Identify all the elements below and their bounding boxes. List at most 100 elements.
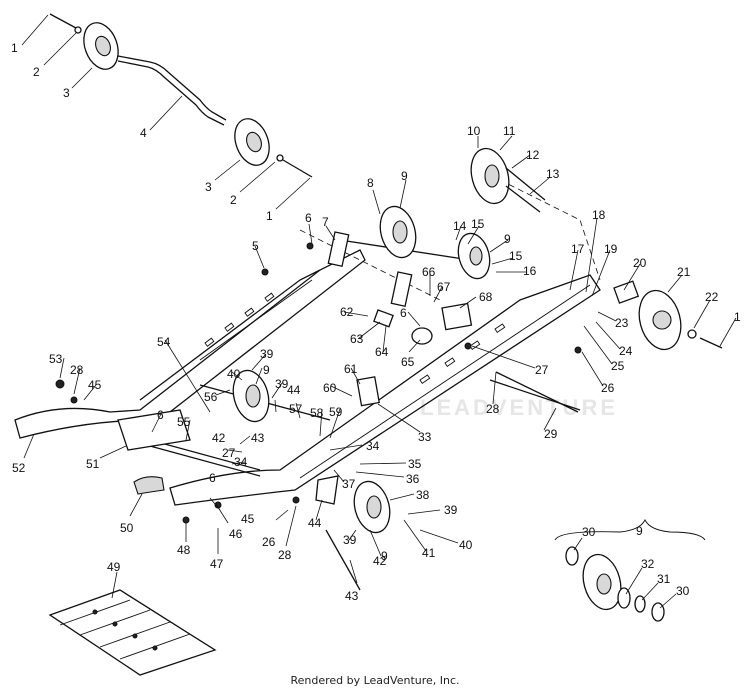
callout-27: 27 bbox=[535, 363, 549, 377]
callout-15: 15 bbox=[471, 217, 485, 231]
callout-58: 58 bbox=[310, 406, 324, 420]
callout-34: 34 bbox=[234, 455, 248, 469]
callout-7: 7 bbox=[322, 215, 329, 229]
callout-16: 16 bbox=[523, 264, 537, 278]
callout-33: 33 bbox=[418, 430, 432, 444]
callout-42: 42 bbox=[212, 431, 226, 445]
callout-27: 27 bbox=[222, 446, 236, 460]
callout-65: 65 bbox=[401, 355, 415, 369]
callout-17: 17 bbox=[571, 242, 585, 256]
callout-40: 40 bbox=[227, 367, 241, 381]
callout-31: 31 bbox=[657, 572, 671, 586]
callout-67: 67 bbox=[437, 280, 451, 294]
leader-lines bbox=[21, 14, 737, 609]
callout-35: 35 bbox=[408, 457, 422, 471]
callout-11: 11 bbox=[503, 124, 516, 138]
callout-51: 51 bbox=[86, 457, 100, 471]
callout-44: 44 bbox=[287, 383, 301, 397]
callout-14: 14 bbox=[453, 219, 467, 233]
idler-wheels bbox=[232, 147, 682, 534]
callout-9: 9 bbox=[263, 363, 270, 377]
callout-1: 1 bbox=[734, 310, 741, 324]
callout-59: 59 bbox=[329, 405, 343, 419]
callout-9: 9 bbox=[504, 232, 511, 246]
callout-6: 6 bbox=[400, 306, 407, 320]
callout-39: 39 bbox=[260, 347, 274, 361]
inset-wheel-9 bbox=[554, 518, 706, 622]
callout-47: 47 bbox=[210, 557, 224, 571]
callout-labels: 1 2 3 4 3 2 1 8 9 10 11 12 13 6 7 14 15 … bbox=[11, 41, 741, 603]
callout-55: 55 bbox=[177, 415, 191, 429]
callout-1: 1 bbox=[266, 209, 273, 223]
callout-52: 52 bbox=[12, 461, 26, 475]
callout-21: 21 bbox=[677, 265, 691, 279]
callout-40: 40 bbox=[459, 538, 473, 552]
callout-36: 36 bbox=[406, 472, 420, 486]
callout-12: 12 bbox=[526, 148, 540, 162]
callout-50: 50 bbox=[120, 521, 134, 535]
callout-39: 39 bbox=[444, 503, 458, 517]
callout-39: 39 bbox=[275, 377, 289, 391]
callout-48: 48 bbox=[177, 543, 191, 557]
callout-28: 28 bbox=[278, 548, 292, 562]
callout-24: 24 bbox=[619, 344, 633, 358]
callout-62: 62 bbox=[340, 305, 354, 319]
callout-63: 63 bbox=[350, 332, 364, 346]
brackets-hardware bbox=[55, 231, 723, 524]
callout-9: 9 bbox=[401, 169, 408, 183]
callout-41: 41 bbox=[422, 546, 436, 560]
callout-57: 57 bbox=[289, 402, 303, 416]
callout-23: 23 bbox=[615, 316, 629, 330]
callout-37: 37 bbox=[342, 477, 356, 491]
callout-6: 6 bbox=[157, 408, 164, 422]
callout-4: 4 bbox=[140, 126, 147, 140]
left-side-rail bbox=[14, 249, 366, 439]
upper-axle-assembly bbox=[49, 13, 313, 178]
callout-13: 13 bbox=[546, 167, 560, 181]
callout-30: 30 bbox=[676, 584, 690, 598]
callout-45: 45 bbox=[241, 512, 255, 526]
callout-68: 68 bbox=[479, 290, 493, 304]
callout-45: 45 bbox=[88, 378, 102, 392]
callout-6: 6 bbox=[209, 471, 216, 485]
callout-49: 49 bbox=[107, 560, 121, 574]
callout-56: 56 bbox=[204, 390, 218, 404]
callout-46: 46 bbox=[229, 527, 243, 541]
callout-42: 42 bbox=[373, 554, 387, 568]
callout-44: 44 bbox=[308, 516, 322, 530]
callout-15: 15 bbox=[509, 249, 523, 263]
callout-3: 3 bbox=[63, 86, 70, 100]
callout-30: 30 bbox=[582, 525, 596, 539]
callout-34: 34 bbox=[366, 439, 380, 453]
callout-28: 28 bbox=[70, 363, 84, 377]
callout-26: 26 bbox=[601, 381, 615, 395]
watermark: LEADVENTURE bbox=[420, 395, 618, 420]
callout-3: 3 bbox=[205, 180, 212, 194]
callout-25: 25 bbox=[611, 359, 625, 373]
callout-20: 20 bbox=[633, 256, 647, 270]
callout-28: 28 bbox=[486, 402, 500, 416]
callout-6: 6 bbox=[305, 211, 312, 225]
callout-8: 8 bbox=[367, 176, 374, 190]
callout-54: 54 bbox=[157, 335, 171, 349]
track-section bbox=[48, 589, 217, 676]
callout-32: 32 bbox=[641, 557, 655, 571]
callout-26: 26 bbox=[262, 535, 276, 549]
callout-9: 9 bbox=[636, 524, 643, 538]
callout-18: 18 bbox=[592, 208, 606, 222]
footer-credit: Rendered by LeadVenture, Inc. bbox=[290, 674, 460, 687]
callout-61: 61 bbox=[344, 362, 358, 376]
callout-2: 2 bbox=[230, 193, 237, 207]
callout-53: 53 bbox=[49, 352, 63, 366]
callout-29: 29 bbox=[544, 427, 558, 441]
callout-19: 19 bbox=[604, 242, 618, 256]
callout-39: 39 bbox=[343, 533, 357, 547]
callout-2: 2 bbox=[33, 65, 40, 79]
callout-43: 43 bbox=[251, 431, 265, 445]
callout-43: 43 bbox=[345, 589, 359, 603]
callout-22: 22 bbox=[705, 290, 719, 304]
callout-9: 9 bbox=[381, 549, 388, 563]
callout-66: 66 bbox=[422, 265, 436, 279]
callout-64: 64 bbox=[375, 345, 389, 359]
callout-60: 60 bbox=[323, 381, 337, 395]
